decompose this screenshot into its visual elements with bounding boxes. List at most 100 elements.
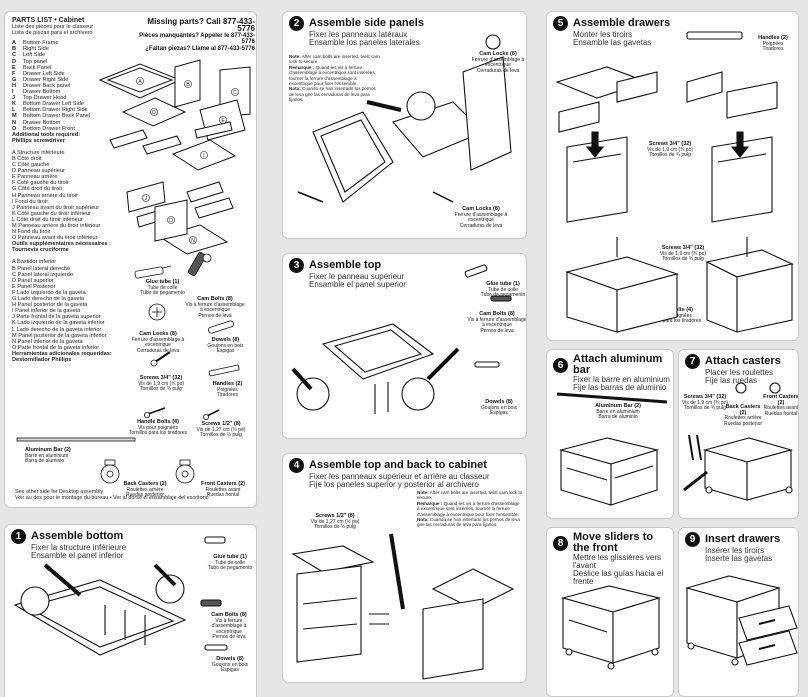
part-letter: G bbox=[12, 76, 17, 83]
parts-list-item: E Panel Posterior bbox=[12, 283, 56, 290]
step-title: Attach aluminum bar bbox=[573, 353, 663, 376]
step-subtitle-fr: Fixer les panneaux latéraux bbox=[309, 30, 408, 39]
handle-bolt-icon bbox=[143, 407, 166, 418]
step-4-illustration bbox=[291, 533, 515, 680]
cam-bolt-icon bbox=[187, 251, 212, 277]
parts-list-item: D Panel superior bbox=[12, 277, 54, 284]
tools-required-es: Herramientas adicionales requeridas: bbox=[12, 350, 112, 357]
step-subtitle-es: Inserte las gavetas bbox=[705, 554, 773, 563]
missing-parts-en: Missing parts? Call 877-433-5776 bbox=[147, 17, 255, 33]
tools-required-en-item: Phillips screwdriver bbox=[12, 137, 65, 144]
parts-list-item: A Bastidor inferior bbox=[12, 259, 57, 266]
parts-list-item: A Structure inférieure bbox=[12, 149, 65, 156]
step-number-badge: 8 bbox=[553, 535, 568, 551]
step-subtitle-fr: Fixer les panneaux supérieur et arrière … bbox=[309, 472, 490, 481]
step-subtitle-es: Ensamble las gavetas bbox=[573, 38, 652, 47]
caster-icon bbox=[100, 459, 120, 484]
part-name: Drawer Back panel bbox=[23, 82, 71, 89]
step-title: Assemble bottom bbox=[31, 530, 124, 542]
parts-list-item: C Panel lateral izquierdo bbox=[12, 271, 73, 278]
part-f-drawer-left-side bbox=[109, 129, 148, 149]
part-letter: C bbox=[12, 52, 17, 59]
step-number-badge: 2 bbox=[289, 16, 304, 31]
screws-12-label: Screws 1/2" (8)Vis de 1,27 cm (½ po)Torn… bbox=[196, 421, 246, 439]
footer-en: See other side for Desktop assembly bbox=[15, 489, 104, 495]
caster-icon bbox=[175, 459, 195, 484]
step-2-illustration bbox=[297, 34, 512, 203]
part-name: Bottom Drawer Right Side bbox=[23, 107, 88, 114]
part-name: Bottom Drawer Back Panel bbox=[23, 113, 91, 120]
parts-list-item: H Drawer Back panel bbox=[12, 83, 162, 89]
parts-list-item: K Côté gauche du tiroir inférieur bbox=[12, 210, 91, 217]
parts-list-subtitle-fr: Liste des pièces pour le classeur bbox=[12, 24, 94, 31]
step-6-illustration bbox=[556, 392, 668, 506]
parts-list-item: I Fond du tiroir bbox=[12, 198, 49, 205]
tools-required-en: Additional tools required: bbox=[12, 131, 81, 138]
part-letter: L bbox=[12, 107, 16, 114]
part-name: Top panel bbox=[23, 58, 48, 65]
part-name: Drawer Left Side bbox=[23, 70, 65, 77]
cam-bolts-label: Cam Bolts (8)Vis à ferrure d'assemblage … bbox=[185, 296, 245, 319]
svg-text:N: N bbox=[191, 238, 195, 244]
part-name: Bottom Frame bbox=[23, 40, 59, 47]
part-name: Drawer Bottom bbox=[23, 89, 61, 96]
parts-list-item: I Panel inferior de la gaveta bbox=[12, 308, 81, 315]
aluminum-bar-icon bbox=[16, 437, 136, 442]
parts-footer: See other side for Desktop assembly Voir… bbox=[15, 489, 209, 502]
step-8-illustration bbox=[560, 585, 662, 670]
footer-fr-es: Voir au dos pour le montage du bureau • … bbox=[15, 495, 209, 502]
svg-text:O: O bbox=[169, 218, 173, 224]
step-title: Move sliders to the front bbox=[573, 531, 654, 554]
step-subtitle-es: Fije las ruedas bbox=[705, 376, 758, 385]
step-number-badge: 3 bbox=[289, 258, 304, 273]
step-subtitle-fr: Placer les roulettes bbox=[705, 368, 774, 377]
step-subtitle-es: Ensamble el panel superior bbox=[309, 280, 406, 289]
part-name: Right Side bbox=[23, 46, 49, 53]
step-3-cam-bolts-label: Cam Bolts (8)Vis à ferrure d'assemblage … bbox=[467, 311, 527, 334]
step-title: Attach casters bbox=[705, 355, 781, 367]
missing-parts-es: ¿Faltan piezas? Llame al 877-433-5776 bbox=[145, 46, 255, 53]
part-letter: H bbox=[12, 82, 17, 89]
part-name: Drawer Bottom bbox=[23, 119, 61, 126]
part-g-drawer-right-side bbox=[142, 135, 182, 155]
step-2-cam-locks-label: Cam Locks (8)Ferrure d'assemblage à exce… bbox=[471, 51, 525, 74]
step-5-screws-label-lower: Screws 3/4" (32)Vis de 1,9 cm (¾ po)Torn… bbox=[659, 245, 707, 263]
step-5-screws-label: Screws 3/4" (32)Vis de 1,9 cm (¾ po)Torn… bbox=[646, 141, 694, 159]
parts-list-panel: PARTS LIST • Cabinet Liste des pièces po… bbox=[4, 11, 257, 508]
parts-list-item: L Bottom Drawer Right Side bbox=[12, 107, 162, 113]
step-5-illustration bbox=[555, 31, 794, 333]
parts-list-subtitle-es: Lista de piezas para el archivero bbox=[12, 30, 93, 37]
parts-list-item: J Parte frontal de la gaveta superior bbox=[12, 314, 101, 321]
parts-list-item: B Côté droit bbox=[12, 155, 42, 162]
parts-list-item: N Fond du tiroir bbox=[12, 229, 51, 236]
part-letter: O bbox=[12, 125, 17, 132]
part-letter: J bbox=[12, 95, 16, 102]
step-title: Insert drawers bbox=[705, 533, 781, 545]
step-title: Assemble top bbox=[309, 259, 382, 271]
screw-icon bbox=[150, 351, 171, 367]
parts-list-item: K Lado izquierdo de la gaveta inferior bbox=[12, 320, 105, 327]
handle-icon bbox=[208, 364, 240, 377]
svg-text:A: A bbox=[138, 79, 142, 85]
parts-list-item: J Top Drawer Head bbox=[12, 95, 162, 101]
part-name: Top Drawer Head bbox=[23, 95, 67, 102]
parts-list-item: C Côté gauche bbox=[12, 162, 50, 169]
cam-lock-icon bbox=[148, 303, 166, 321]
parts-list-item: F Coté gauche du tiroir bbox=[12, 180, 69, 187]
